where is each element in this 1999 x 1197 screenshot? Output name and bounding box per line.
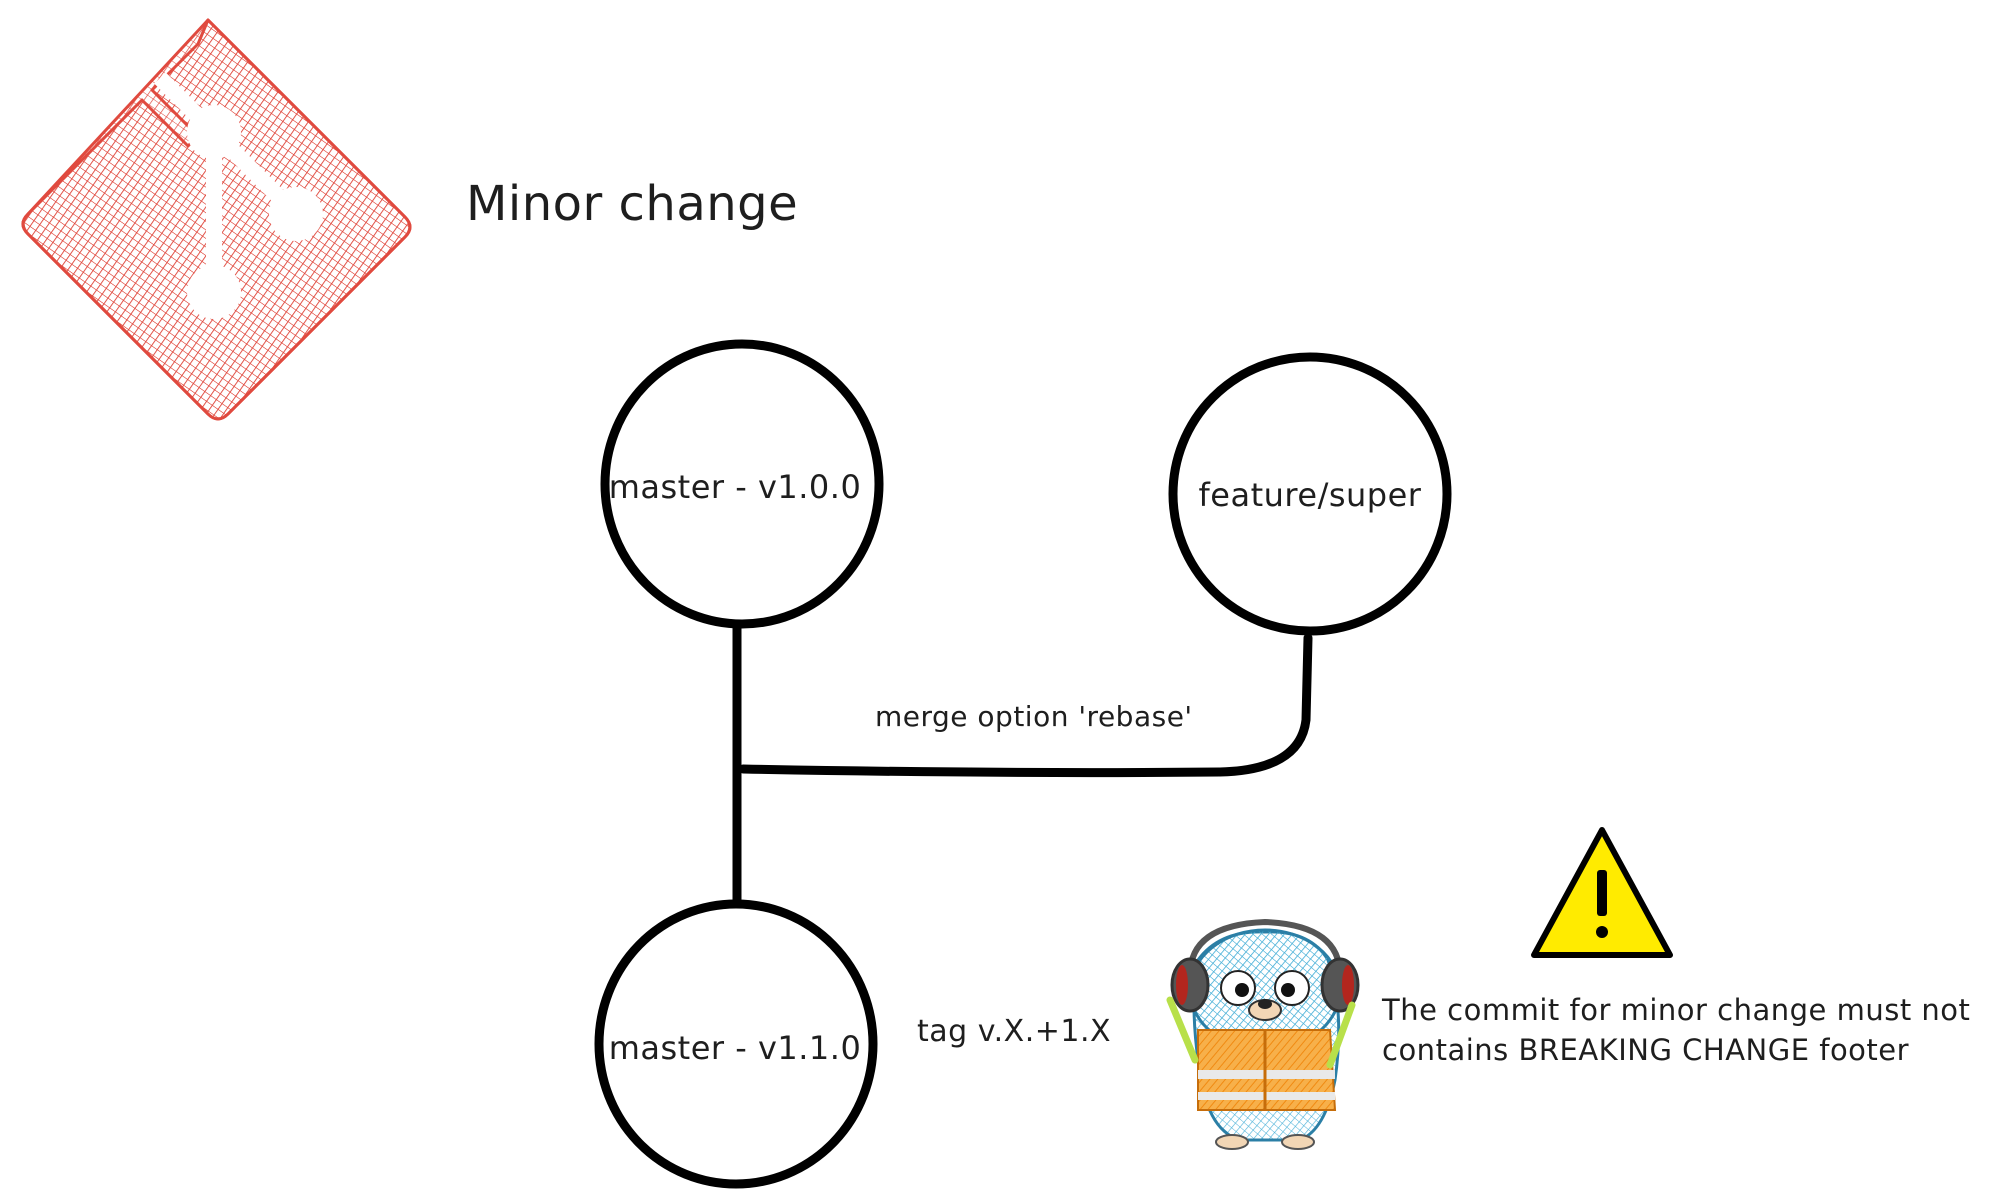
git-logo <box>21 18 412 421</box>
node-feature-circle <box>1168 352 1452 636</box>
diagram-title: Minor change <box>466 176 799 232</box>
node-master-v110-label: master - v1.1.0 <box>608 1029 862 1067</box>
commit-node-circles <box>594 339 1452 1189</box>
warning-icon <box>1531 827 1673 958</box>
branch-connectors <box>732 619 1313 909</box>
node-feature-label: feature/super <box>1198 476 1422 514</box>
rebase-merge-line <box>738 633 1313 778</box>
warning-line-2: contains BREAKING CHANGE footer <box>1382 1033 1910 1067</box>
node-master-v100-label: master - v1.0.0 <box>608 468 862 506</box>
warning-message: The commit for minor change must not con… <box>1382 990 1970 1070</box>
merge-option-label: merge option 'rebase' <box>875 700 1193 733</box>
warning-line-1: The commit for minor change must not <box>1382 993 1971 1027</box>
node-master-v100-circle <box>600 339 884 629</box>
tag-label: tag v.X.+1.X <box>917 1014 1112 1049</box>
node-master-v110-circle <box>594 899 878 1189</box>
gopher-mascot <box>1166 918 1360 1150</box>
